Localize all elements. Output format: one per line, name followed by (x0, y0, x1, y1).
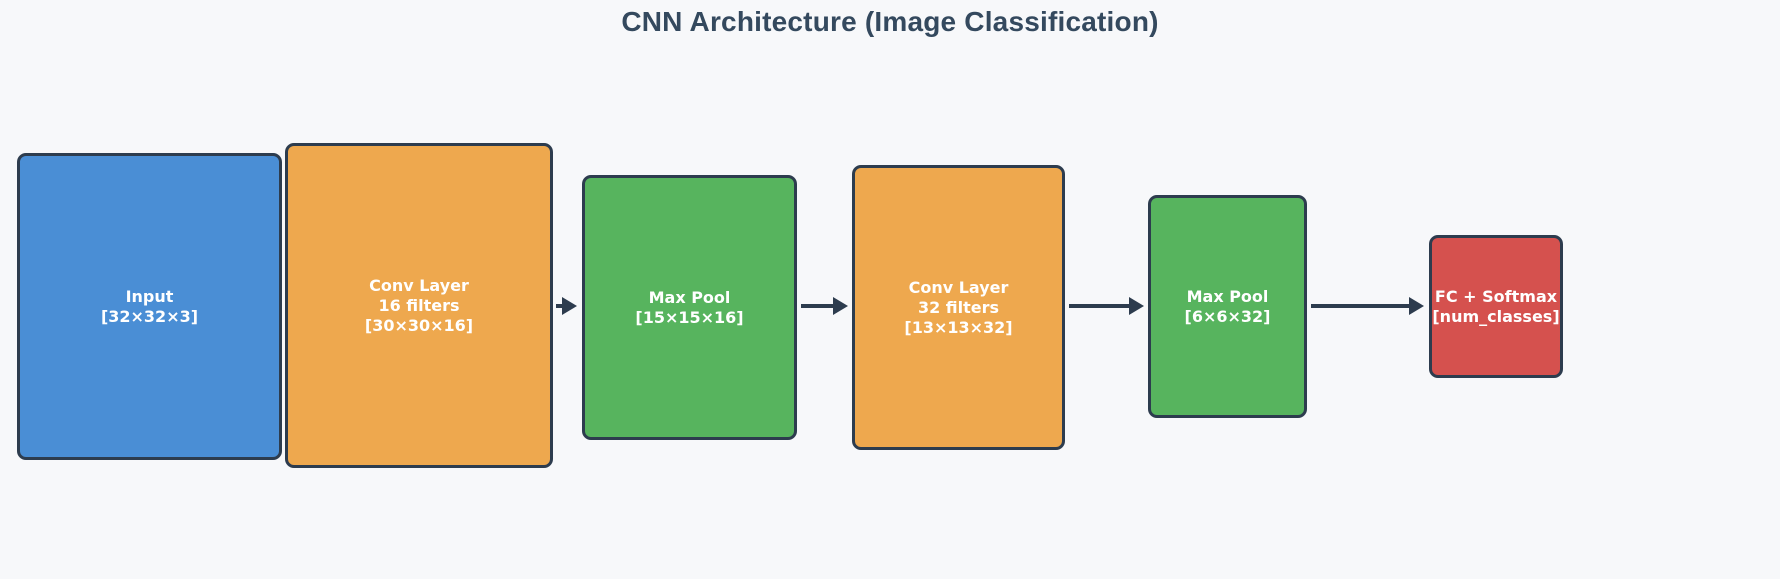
arrow-head-icon (1129, 297, 1144, 315)
arrow-head-icon (833, 297, 848, 315)
node-label: Conv Layer (369, 275, 469, 295)
arrow-shaft (556, 304, 564, 308)
node-label: Conv Layer (908, 277, 1009, 297)
node-max-pool-1: Max Pool [15×15×16] (582, 175, 797, 440)
diagram-title: CNN Architecture (Image Classification) (621, 6, 1159, 37)
arrow-head-icon (562, 297, 577, 315)
node-shape-label: [15×15×16] (635, 307, 744, 327)
node-label: FC + Softmax (1434, 286, 1558, 306)
node-conv-layer-1: Conv Layer 16 filters [30×30×16] (285, 143, 553, 468)
arrow-shaft (1311, 304, 1411, 308)
node-max-pool-2: Max Pool [6×6×32] (1148, 195, 1307, 418)
arrow-head-icon (1409, 297, 1424, 315)
node-shape-label: [num_classes] (1432, 306, 1560, 326)
node-shape-label: [30×30×16] (364, 315, 474, 335)
node-label: Input (125, 286, 174, 306)
node-shape-label: [32×32×3] (100, 306, 199, 326)
node-conv-layer-2: Conv Layer 32 filters [13×13×32] (852, 165, 1065, 450)
node-input-layer: Input [32×32×3] (17, 153, 282, 460)
node-label: Max Pool (648, 287, 731, 307)
arrow-shaft (801, 304, 835, 308)
arrow-shaft (1069, 304, 1131, 308)
node-label: Max Pool (1186, 286, 1269, 306)
node-shape-label: [13×13×32] (904, 317, 1013, 337)
node-fc-softmax: FC + Softmax [num_classes] (1429, 235, 1563, 378)
node-shape-label: [6×6×32] (1184, 306, 1271, 326)
node-filters-label: 32 filters (917, 297, 1000, 317)
node-filters-label: 16 filters (378, 295, 460, 315)
